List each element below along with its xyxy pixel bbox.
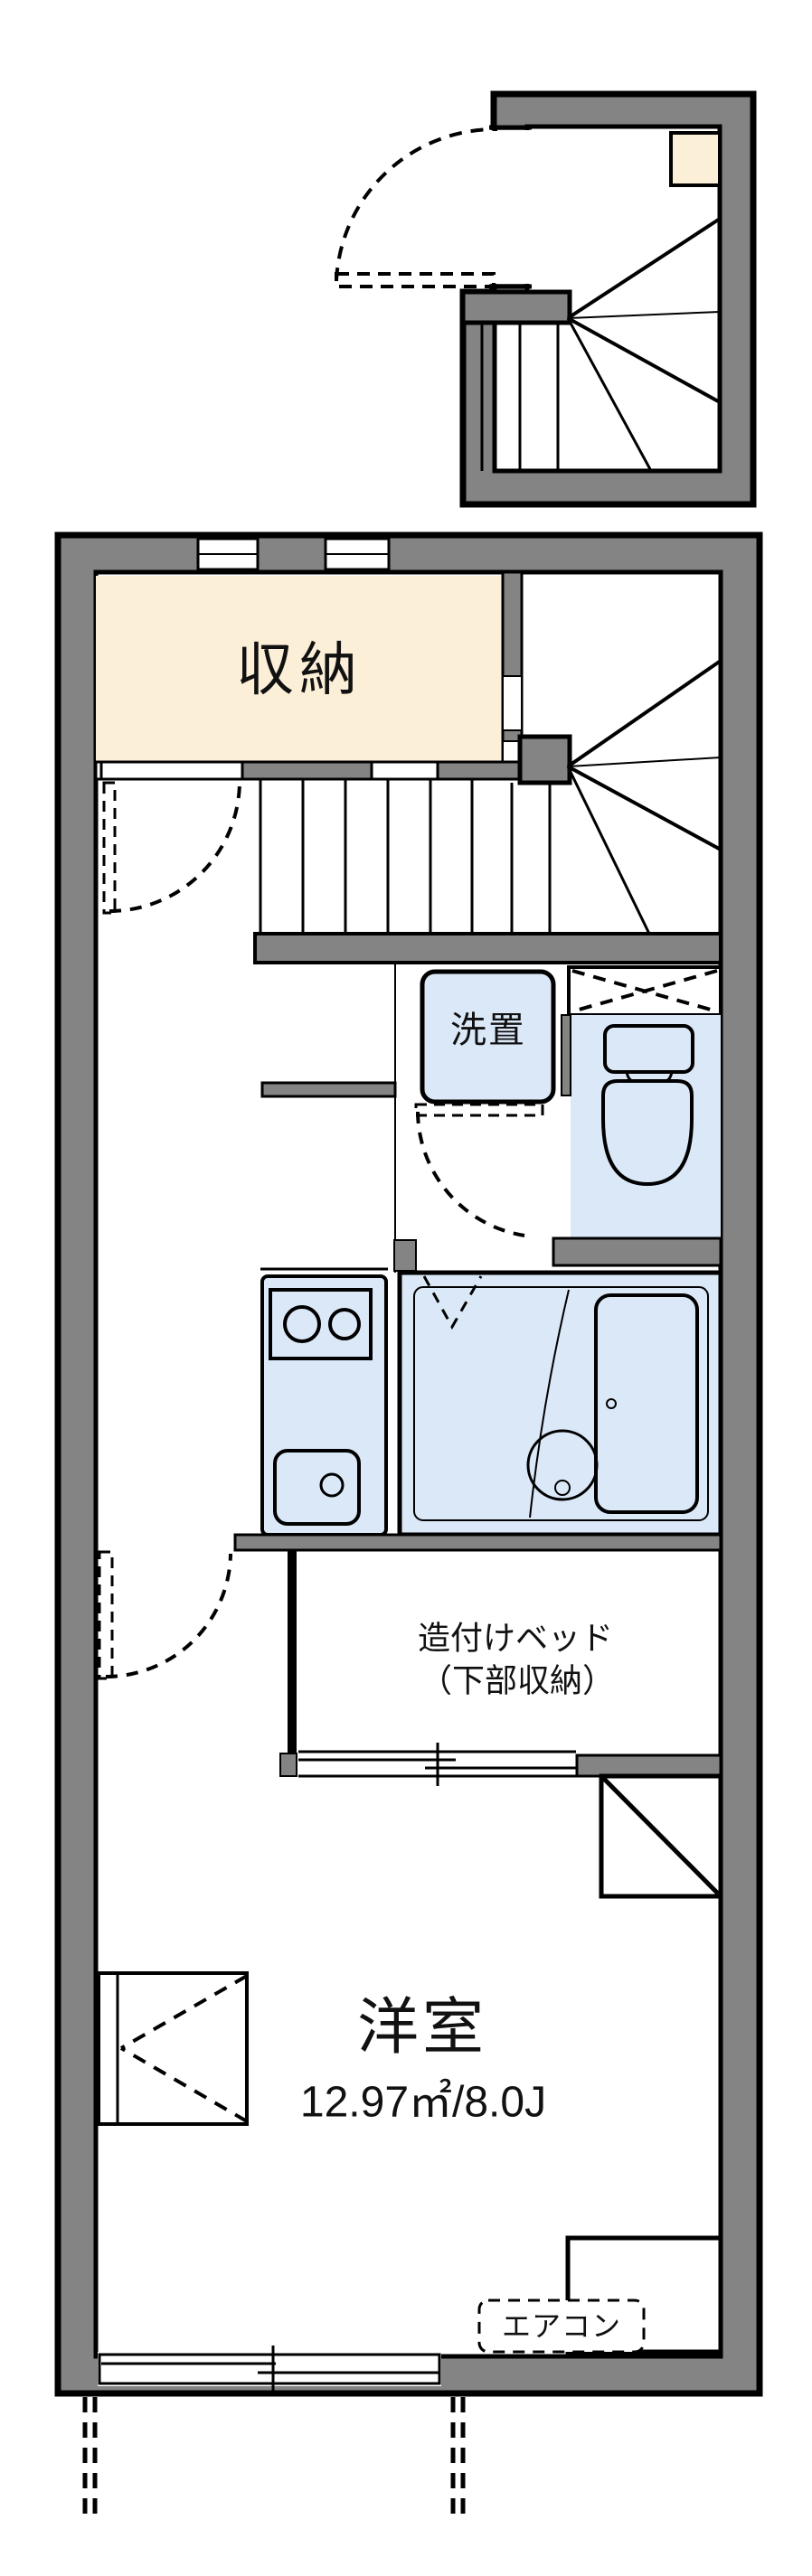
bathtub-icon	[594, 1293, 699, 1514]
boundary-guides	[82, 2397, 466, 2520]
entrance-opening	[489, 130, 532, 284]
door-swing-icon	[414, 1103, 544, 1237]
sliding-window-icon	[298, 1743, 576, 1786]
room-area-label: 12.97㎡/8.0J	[299, 2078, 547, 2127]
door-swing-icon	[98, 1550, 232, 1680]
washroom	[260, 963, 722, 1273]
main-unit	[54, 531, 763, 2520]
upper-shaft-box	[669, 131, 722, 187]
aircon-box-icon	[477, 2299, 646, 2354]
aircon-label: エアコン	[501, 2309, 622, 2343]
bathroom	[393, 1239, 723, 1537]
folding-door-icon	[422, 1275, 483, 1330]
upper-stairwell	[335, 90, 757, 508]
stairs-straight-icon	[301, 779, 552, 934]
storage-room-label: 収納	[236, 637, 363, 703]
upper-cabinet-icon	[567, 965, 722, 1017]
toilet-icon	[601, 1024, 694, 1187]
sliding-window-icon	[98, 2346, 441, 2393]
door-swing-icon	[335, 127, 498, 288]
door-swing-icon	[102, 780, 241, 915]
washer-space-label: 洗置	[450, 1011, 526, 1050]
staircase	[253, 659, 722, 964]
storage-room	[94, 570, 524, 915]
stairs-winder-icon	[566, 217, 722, 472]
corner-shelf	[599, 1773, 723, 1899]
stairs-straight-icon	[480, 323, 560, 471]
stove-burners-icon	[269, 1288, 373, 1360]
bed-label-line2: （下部収納）	[419, 1661, 616, 1699]
kitchen-sink-icon	[273, 1449, 361, 1526]
wall-counter	[97, 1971, 249, 2126]
washer-space	[420, 969, 556, 1105]
room-name-label: 洋室	[356, 1992, 488, 2062]
kitchen	[260, 1267, 388, 1537]
top-windows	[196, 537, 391, 571]
bed-label-line1: 造付けベッド	[417, 1619, 614, 1657]
stairs-winder-icon	[566, 659, 722, 935]
